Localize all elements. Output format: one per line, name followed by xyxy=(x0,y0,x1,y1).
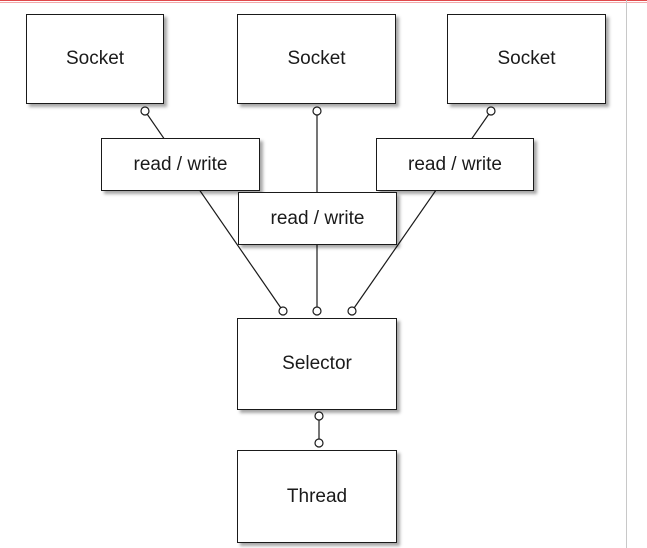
port-selector-right xyxy=(347,306,357,316)
selector-box: Selector xyxy=(237,318,397,410)
port-selector-bottom xyxy=(314,411,324,421)
port-selector-center xyxy=(312,306,322,316)
read-write-label-3: read / write xyxy=(408,153,502,175)
socket-label-2: Socket xyxy=(287,48,346,69)
accent-line-primary xyxy=(0,0,647,1)
port-socket2 xyxy=(312,106,322,116)
selector-label: Selector xyxy=(282,353,352,374)
thread-box: Thread xyxy=(237,450,397,543)
port-thread-top xyxy=(314,438,324,448)
socket-label-3: Socket xyxy=(497,48,556,69)
top-accent-line xyxy=(0,0,647,3)
thread-label: Thread xyxy=(286,485,348,507)
read-write-box-3: read / write xyxy=(376,138,534,191)
port-selector-left xyxy=(278,306,288,316)
right-frame-edge xyxy=(626,0,647,548)
read-write-label-2: read / write xyxy=(270,207,365,229)
socket-box-2: Socket xyxy=(237,14,396,104)
right-frame-line xyxy=(626,0,627,548)
socket-label-1: Socket xyxy=(65,48,125,69)
accent-line-secondary xyxy=(0,2,647,3)
port-socket1 xyxy=(140,106,150,116)
read-write-box-2: read / write xyxy=(238,192,397,245)
read-write-label-1: read / write xyxy=(133,153,228,175)
read-write-box-1: read / write xyxy=(101,138,260,191)
socket-box-1: Socket xyxy=(26,14,164,104)
port-socket3 xyxy=(486,106,496,116)
socket-box-3: Socket xyxy=(447,14,606,104)
